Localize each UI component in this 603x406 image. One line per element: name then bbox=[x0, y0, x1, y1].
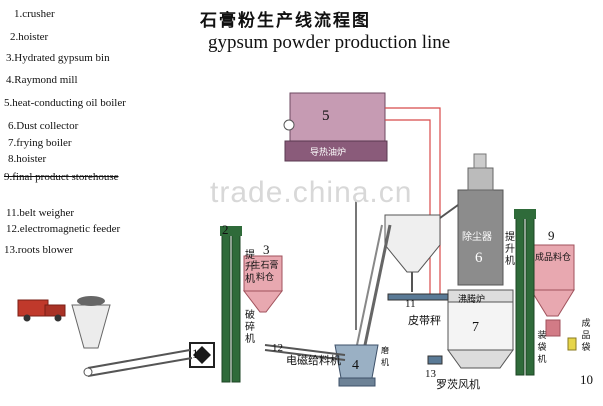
roots-blower bbox=[427, 355, 443, 365]
tag-9: 9 bbox=[548, 228, 555, 243]
hoister-2-left bbox=[221, 231, 231, 383]
label-feeder: 电磁给料机 bbox=[286, 354, 341, 367]
feeder-line-lower bbox=[264, 349, 346, 361]
legend-item-9: 9.final product storehouse bbox=[4, 171, 119, 183]
hoister-8-head bbox=[514, 209, 536, 219]
tag-5: 5 bbox=[322, 108, 330, 124]
chute-a bbox=[363, 224, 392, 346]
label-mill: 磨机 bbox=[381, 346, 389, 367]
tag-11: 11 bbox=[405, 298, 416, 310]
legend-item-4: 4.Raymond mill bbox=[6, 74, 78, 86]
label-bag: 成品袋 bbox=[581, 319, 591, 353]
truck-wheel-front bbox=[23, 314, 31, 322]
hoister-8-right bbox=[525, 214, 535, 376]
truck-cab bbox=[17, 299, 49, 317]
crusher-diamond-icon bbox=[193, 346, 211, 364]
product-bin-body bbox=[530, 244, 575, 291]
label-product-bin: 成品料仓 bbox=[535, 253, 572, 263]
label-oil-boiler: 导热油炉 bbox=[310, 148, 347, 158]
hoister-2-right bbox=[231, 231, 241, 383]
oil-boiler-valve bbox=[283, 119, 295, 131]
legend-item-12: 12.electromagnetic feeder bbox=[6, 223, 121, 235]
tag-12: 12 bbox=[272, 342, 283, 354]
boiling-furnace-bottom bbox=[447, 349, 514, 369]
title-chinese: 石膏粉生产线流程图 bbox=[200, 11, 371, 31]
tag-6: 6 bbox=[475, 250, 483, 266]
hoister-8-left bbox=[515, 214, 525, 376]
truck-bed bbox=[44, 304, 66, 317]
dust-collector-top bbox=[467, 167, 494, 191]
belt-weigher bbox=[387, 293, 449, 301]
label-blower: 罗茨风机 bbox=[436, 378, 480, 391]
legend-item-13: 13.roots blower bbox=[4, 244, 74, 256]
tag-7: 7 bbox=[472, 320, 479, 335]
tag-2: 2 bbox=[222, 222, 229, 237]
oil-boiler-base bbox=[284, 140, 388, 162]
watermark: trade.china.cn bbox=[210, 176, 413, 209]
legend-item-3: 3.Hydrated gypsum bin bbox=[6, 52, 110, 64]
raw-bin-cone bbox=[242, 290, 284, 313]
silo bbox=[384, 214, 441, 273]
silo-duct bbox=[439, 204, 459, 219]
legend-item-11: 11.belt weigher bbox=[6, 207, 75, 219]
dust-collector-body bbox=[457, 189, 504, 286]
product-bin-cone bbox=[530, 289, 575, 317]
belt-conveyor-top bbox=[87, 349, 191, 369]
tag-1: 1 bbox=[192, 346, 199, 361]
label-belt-weigher: 皮带秤 bbox=[408, 314, 441, 327]
belt-pulley bbox=[83, 367, 93, 377]
feed-hopper bbox=[71, 304, 111, 349]
label-raw-bin: 生石膏料仓 bbox=[251, 261, 279, 283]
feeder-line bbox=[264, 344, 346, 356]
tag-13: 13 bbox=[425, 368, 436, 380]
legend-item-5: 5.heat-conducting oil boiler bbox=[4, 97, 126, 109]
raymond-mill-base bbox=[338, 377, 376, 387]
tag-10: 10 bbox=[580, 372, 593, 387]
bagging-machine bbox=[545, 319, 561, 337]
boiling-furnace-body bbox=[447, 299, 514, 351]
label-hoister-2: 提升机 bbox=[245, 250, 255, 285]
title-english: gypsum powder production line bbox=[208, 32, 451, 53]
raw-bin-body bbox=[243, 255, 283, 292]
legend-item-1: 1.crusher bbox=[14, 8, 55, 20]
legend-item-7: 7.frying boiler bbox=[8, 137, 72, 149]
label-bagging: 装袋机 bbox=[537, 331, 547, 365]
chute-b bbox=[356, 224, 383, 346]
legend-item-6: 6.Dust collector bbox=[8, 120, 79, 132]
legend-item-2: 2.hoister bbox=[10, 31, 49, 43]
belt-conveyor-bottom bbox=[87, 357, 193, 377]
label-dust-collector: 除尘器 bbox=[462, 232, 492, 243]
legend-item-8: 8.hoister bbox=[8, 153, 47, 165]
hoister-2-head bbox=[220, 226, 242, 236]
product-bag bbox=[567, 337, 577, 351]
oil-boiler-body bbox=[289, 92, 386, 144]
dust-collector-stack bbox=[473, 153, 487, 169]
label-crusher: 破碎机 bbox=[245, 310, 255, 345]
material-pile bbox=[77, 296, 105, 306]
truck-wheel-rear bbox=[54, 314, 62, 322]
tag-3: 3 bbox=[263, 242, 270, 257]
oil-pipe-return bbox=[385, 119, 431, 300]
label-boiling-furnace: 沸腾炉 bbox=[458, 295, 486, 305]
label-hoister-8: 提升机 bbox=[505, 232, 515, 267]
tag-4: 4 bbox=[352, 358, 359, 373]
